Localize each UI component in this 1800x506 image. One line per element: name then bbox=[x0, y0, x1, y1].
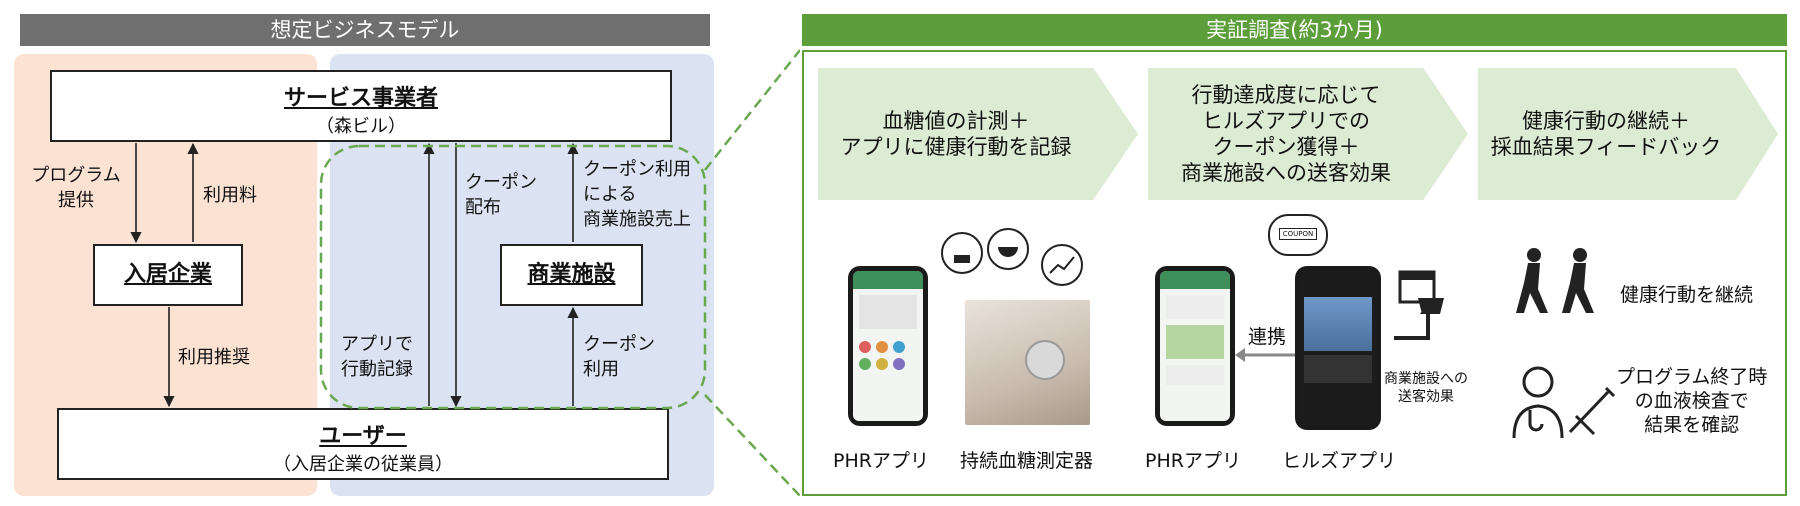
walking-people-icon bbox=[1516, 248, 1594, 313]
tenant-box: 入居企業 bbox=[93, 244, 243, 306]
connector-top bbox=[704, 49, 800, 171]
send-effect-label: 商業施設への 送客効果 bbox=[1384, 370, 1468, 406]
coupon-use-line1: クーポン bbox=[583, 334, 655, 355]
app-record-label: アプリで 行動記録 bbox=[341, 332, 413, 382]
app-record-line1: アプリで bbox=[341, 334, 413, 355]
app-record-line2: 行動記録 bbox=[341, 359, 413, 380]
phr-app-screen-2 bbox=[1160, 271, 1230, 421]
tenant-title: 入居企業 bbox=[123, 262, 212, 287]
step-3-line2: 採血結果フィードバック bbox=[1490, 135, 1722, 159]
sensor-photo bbox=[965, 300, 1090, 425]
coupon-sales-label: クーポン利用 による 商業施設売上 bbox=[583, 157, 691, 232]
service-provider-title: サービス事業者 bbox=[283, 86, 438, 111]
step-1: 血糖値の計測＋ アプリに健康行動を記録 bbox=[818, 68, 1138, 200]
coupon-bubble: COUPON bbox=[1268, 214, 1328, 256]
blood-test-line1: プログラム終了時 bbox=[1616, 366, 1768, 388]
phr-app-phone-2 bbox=[1155, 266, 1235, 426]
blood-test-line2: の血液検査で bbox=[1634, 390, 1749, 412]
flow-arrows bbox=[130, 49, 800, 497]
step-1-line2: アプリに健康行動を記録 bbox=[840, 135, 1072, 159]
scale-icon bbox=[941, 232, 983, 274]
caption-phr-app-1: PHRアプリ bbox=[833, 450, 929, 472]
caption-sensor: 持続血糖測定器 bbox=[960, 450, 1094, 472]
service-provider-box: サービス事業者 （森ビル） bbox=[50, 70, 672, 142]
fee-label: 利用料 bbox=[203, 185, 257, 206]
coupon-sales-line1: クーポン利用 bbox=[583, 159, 691, 180]
shop-send-icon bbox=[1394, 270, 1444, 340]
step-2-line2: ヒルズアプリでの bbox=[1202, 109, 1370, 133]
phr-app-phone-1 bbox=[848, 266, 928, 426]
doctor-syringe-icon bbox=[1512, 366, 1616, 439]
commercial-box: 商業施設 bbox=[500, 244, 643, 306]
graph-icon bbox=[1041, 244, 1083, 286]
program-label-line2: 提供 bbox=[58, 190, 94, 211]
coupon-dist-label: クーポン 配布 bbox=[465, 170, 537, 220]
user-title: ユーザー bbox=[319, 424, 407, 449]
field-study-panel bbox=[802, 50, 1787, 496]
hills-app-phone bbox=[1295, 266, 1381, 430]
caption-phr-app-2: PHRアプリ bbox=[1145, 450, 1241, 472]
continue-label: 健康行動を継続 bbox=[1620, 284, 1754, 306]
step-1-line1: 血糖値の計測＋ bbox=[882, 109, 1030, 133]
step-2-line4: 商業施設への送客効果 bbox=[1181, 161, 1391, 185]
program-label: プログラム 提供 bbox=[26, 163, 126, 213]
program-label-line1: プログラム bbox=[31, 165, 121, 186]
connector-bottom bbox=[704, 394, 800, 497]
caption-hills-app: ヒルズアプリ bbox=[1282, 450, 1397, 472]
commercial-title: 商業施設 bbox=[527, 262, 616, 287]
step-3-line1: 健康行動の継続＋ bbox=[1522, 109, 1690, 133]
step-2-line1: 行動達成度に応じて bbox=[1191, 83, 1381, 107]
step-2: 行動達成度に応じて ヒルズアプリでの クーポン獲得＋ 商業施設への送客効果 bbox=[1148, 68, 1468, 200]
send-effect-line2: 送客効果 bbox=[1398, 389, 1454, 405]
coupon-tag: COUPON bbox=[1278, 228, 1318, 240]
coupon-dist-line1: クーポン bbox=[465, 172, 537, 193]
coupon-use-line2: 利用 bbox=[583, 359, 619, 380]
service-provider-sub: （森ビル） bbox=[316, 116, 406, 137]
sensor-icons bbox=[941, 228, 1083, 286]
coupon-sales-line3: 商業施設売上 bbox=[583, 209, 691, 230]
coupon-use-label: クーポン 利用 bbox=[583, 332, 655, 382]
highlight-dashed-region bbox=[319, 144, 707, 410]
user-sub: （入居企業の従業員） bbox=[273, 454, 453, 475]
link-label: 連携 bbox=[1248, 326, 1287, 348]
business-model-header: 想定ビジネスモデル bbox=[20, 14, 710, 46]
step-2-line3: クーポン獲得＋ bbox=[1212, 135, 1360, 159]
coupon-dist-line2: 配布 bbox=[465, 197, 501, 218]
recommend-label: 利用推奨 bbox=[178, 347, 250, 368]
send-effect-line1: 商業施設への bbox=[1384, 371, 1468, 387]
coupon-sales-line2: による bbox=[583, 184, 637, 205]
doctor-icon bbox=[1512, 366, 1564, 439]
phr-app-screen-1 bbox=[853, 271, 923, 421]
step-3: 健康行動の継続＋ 採血結果フィードバック bbox=[1478, 68, 1778, 200]
field-study-header: 実証調査(約3か月) bbox=[802, 14, 1787, 46]
blood-test-line3: 結果を確認 bbox=[1644, 414, 1740, 436]
hills-app-screen bbox=[1300, 271, 1376, 425]
blood-test-label: プログラム終了時 の血液検査で 結果を確認 bbox=[1616, 365, 1767, 437]
syringe-icon bbox=[1568, 386, 1616, 436]
